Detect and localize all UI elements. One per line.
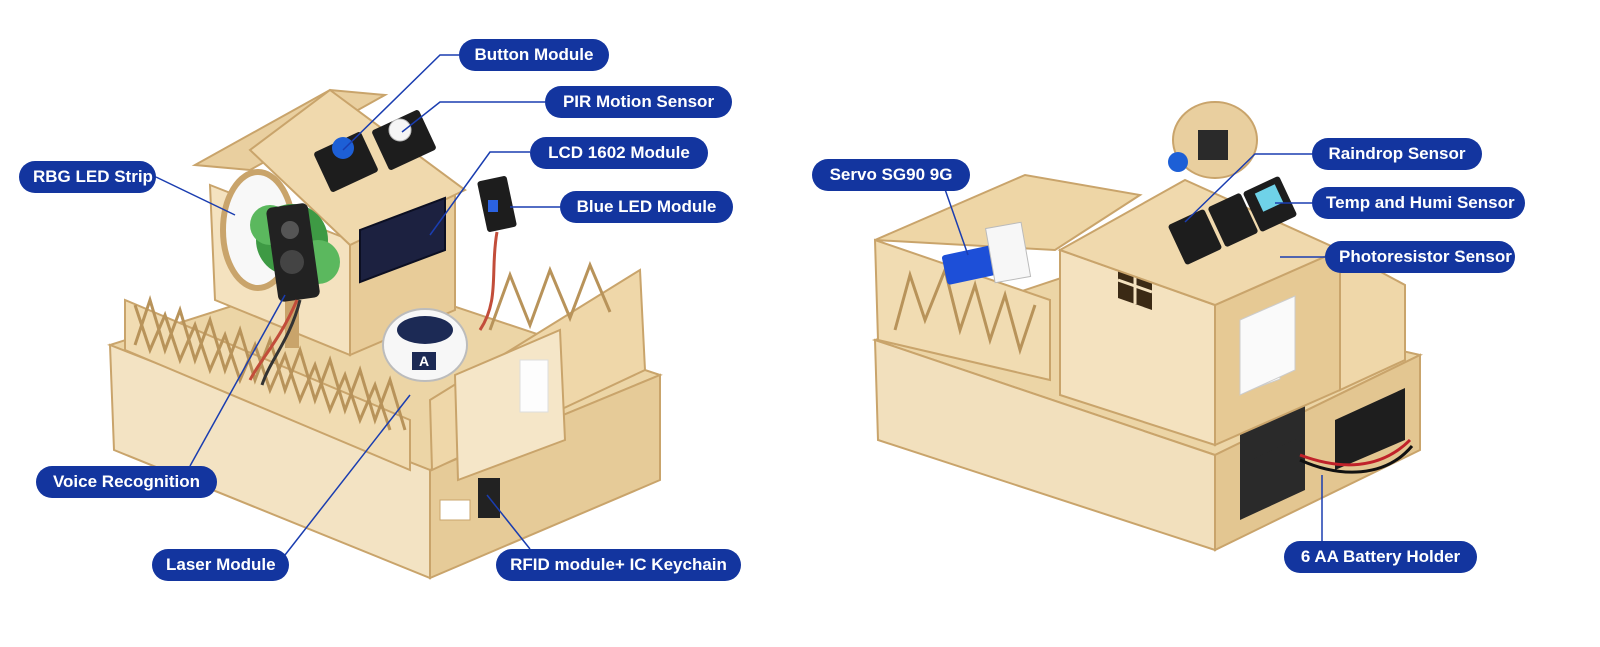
callout-battery-holder: 6 AA Battery Holder xyxy=(1284,541,1477,573)
callout-blue-led-module: Blue LED Module xyxy=(560,191,733,223)
callout-voice-recognition: Voice Recognition xyxy=(36,466,217,498)
callout-servo-sg90: Servo SG90 9G xyxy=(812,159,970,191)
callout-rbg-led-strip: RBG LED Strip xyxy=(19,161,156,193)
left-house-kit-illustration: A xyxy=(107,88,663,580)
callout-photoresistor-sensor: Photoresistor Sensor xyxy=(1325,241,1515,273)
callout-raindrop-sensor: Raindrop Sensor xyxy=(1312,138,1482,170)
leader-rbg-led-strip xyxy=(155,176,236,216)
leader-rfid-module xyxy=(486,494,531,550)
leader-laser-module xyxy=(284,394,411,556)
callout-rfid-module: RFID module+ IC Keychain xyxy=(496,549,741,581)
callout-lcd-1602-module: LCD 1602 Module xyxy=(530,137,708,169)
right-house-kit-illustration xyxy=(871,101,1423,552)
svg-text:A: A xyxy=(419,353,429,369)
callout-button-module: Button Module xyxy=(459,39,609,71)
callout-laser-module: Laser Module xyxy=(152,549,289,581)
leader-pir-motion-sensor xyxy=(401,101,545,133)
leader-button-module xyxy=(342,54,459,151)
leader-voice-recognition xyxy=(189,294,286,467)
leader-raindrop-sensor xyxy=(1184,153,1312,223)
leader-lcd-1602-module xyxy=(429,151,530,236)
callout-pir-motion-sensor: PIR Motion Sensor xyxy=(545,86,732,118)
callout-temp-humi-sensor: Temp and Humi Sensor xyxy=(1312,187,1525,219)
